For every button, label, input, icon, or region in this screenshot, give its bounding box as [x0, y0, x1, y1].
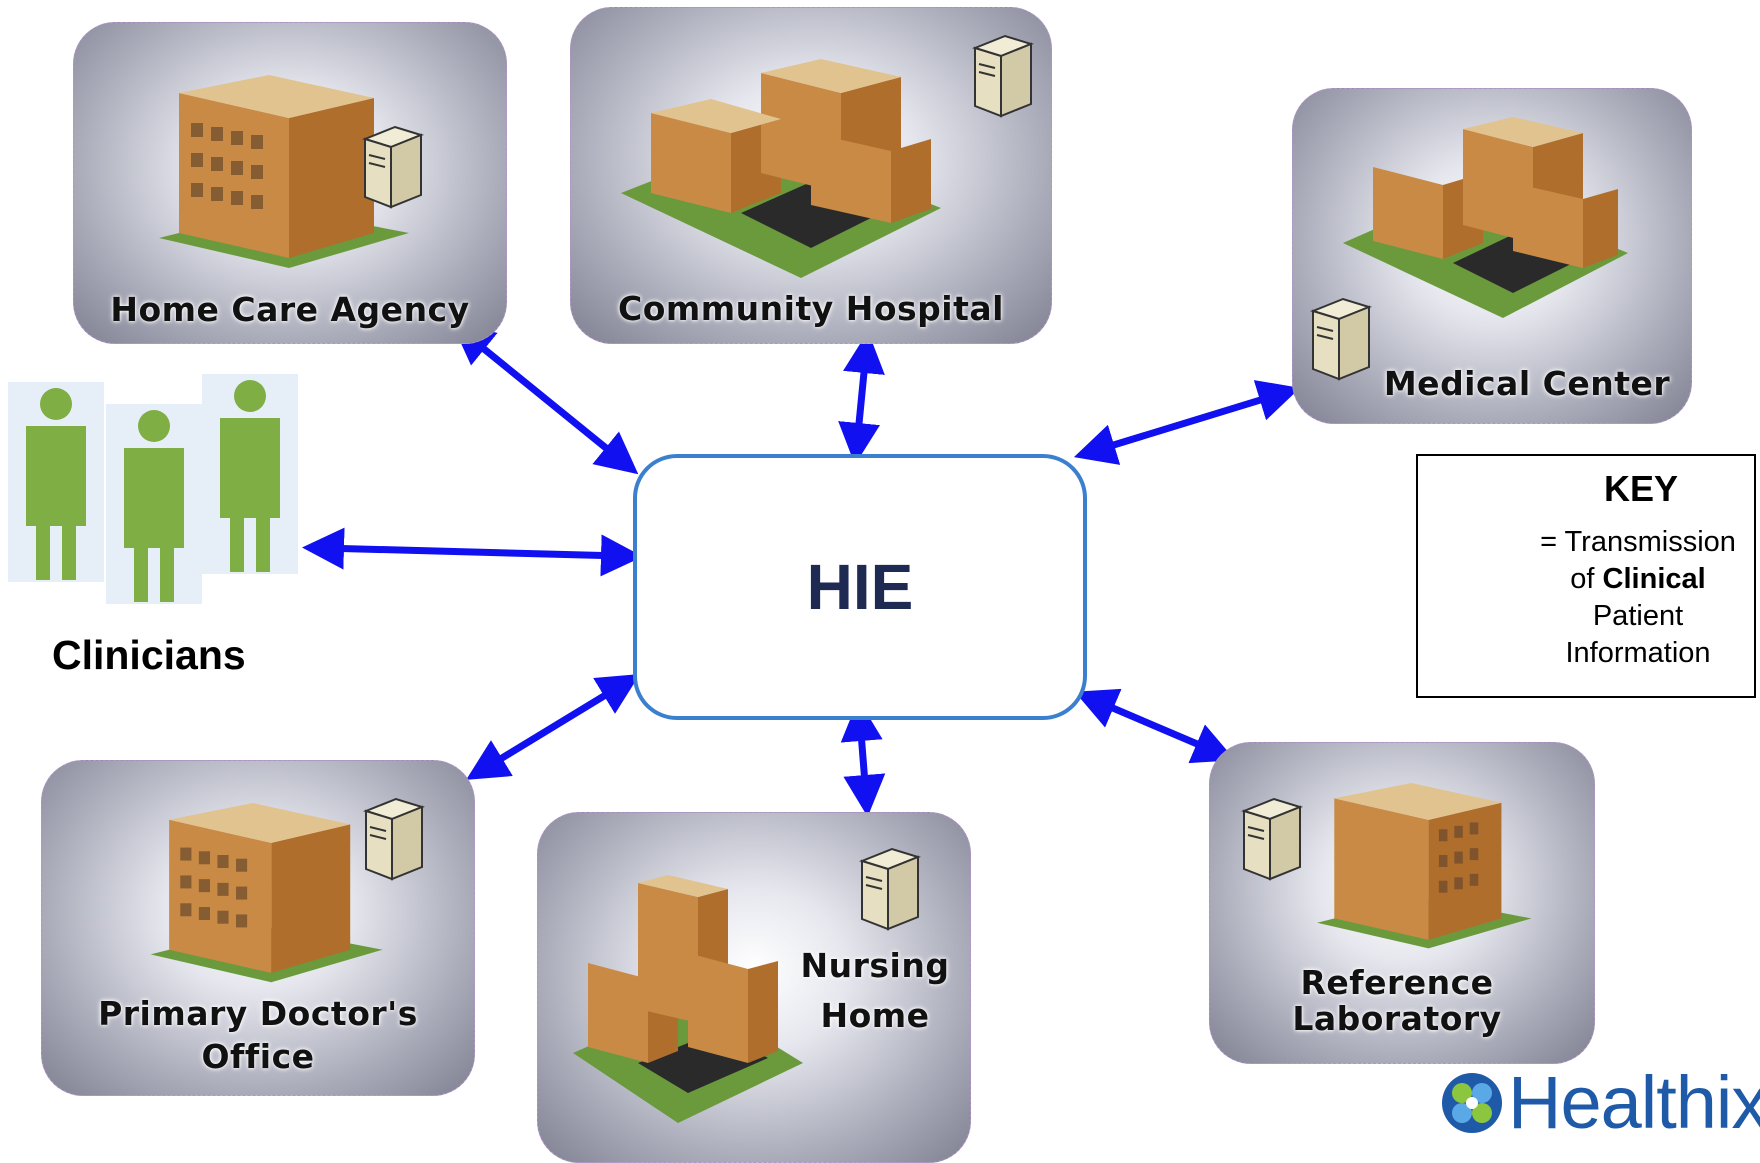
- arrow-reference-lab: [1074, 688, 1236, 764]
- hie-label: HIE: [806, 551, 914, 623]
- building-icon: [573, 875, 803, 1123]
- healthix-logo: Healthix: [1440, 1060, 1760, 1145]
- building-icon: [159, 75, 409, 268]
- arrow-home-care: [451, 322, 639, 475]
- server-icon: [971, 34, 1035, 118]
- node-medical-center: Medical Center: [1292, 88, 1692, 424]
- server-icon: [858, 847, 922, 931]
- label-community-hospital: Community Hospital: [618, 289, 1004, 328]
- key-description: = Transmission of Clinical Patient Infor…: [1528, 524, 1748, 672]
- node-nursing-home: Nursing Home: [537, 812, 971, 1163]
- node-reference-laboratory: Reference Laboratory: [1209, 742, 1595, 1064]
- key-line-4: Information: [1565, 637, 1711, 669]
- node-community-hospital: Community Hospital: [570, 7, 1052, 344]
- building-icon: [621, 59, 941, 278]
- building-icon: [150, 803, 383, 983]
- healthix-logo-text: Healthix: [1508, 1061, 1760, 1144]
- label-reference-laboratory: Reference Laboratory: [1292, 963, 1502, 1038]
- hie-hub: HIE: [633, 454, 1087, 720]
- node-primary-doctors-office: Primary Doctor's Office: [41, 760, 475, 1096]
- arrow-medical-center: [1073, 380, 1301, 465]
- arrow-nursing-home: [840, 699, 886, 817]
- healthix-logo-icon: [1442, 1072, 1502, 1133]
- label-home-care-agency: Home Care Agency: [110, 290, 470, 329]
- clinicians-icon: [8, 374, 298, 604]
- key-legend: KEY = Transmission of Clinical Patient I…: [1416, 454, 1756, 698]
- server-icon: [1309, 297, 1373, 381]
- building-icon: [1317, 783, 1532, 949]
- label-primary-doctors-office: Primary Doctor's Office: [98, 994, 418, 1076]
- key-title: KEY: [1603, 468, 1679, 509]
- server-icon: [362, 797, 426, 881]
- label-nursing-home: Nursing Home: [800, 946, 950, 1035]
- server-icon: [1240, 797, 1304, 881]
- arrow-clinicians: [302, 527, 643, 577]
- key-line-2: of Clinical: [1570, 563, 1706, 595]
- label-clinicians: Clinicians: [52, 632, 246, 678]
- arrow-primary-doctor: [466, 674, 640, 780]
- node-home-care-agency: Home Care Agency: [73, 22, 507, 344]
- arrow-community-hospital: [838, 331, 885, 465]
- server-icon: [361, 125, 425, 209]
- key-line-1: = Transmission: [1540, 526, 1736, 558]
- key-line-3: Patient: [1592, 600, 1684, 632]
- building-icon: [1343, 117, 1628, 318]
- label-medical-center: Medical Center: [1383, 364, 1671, 403]
